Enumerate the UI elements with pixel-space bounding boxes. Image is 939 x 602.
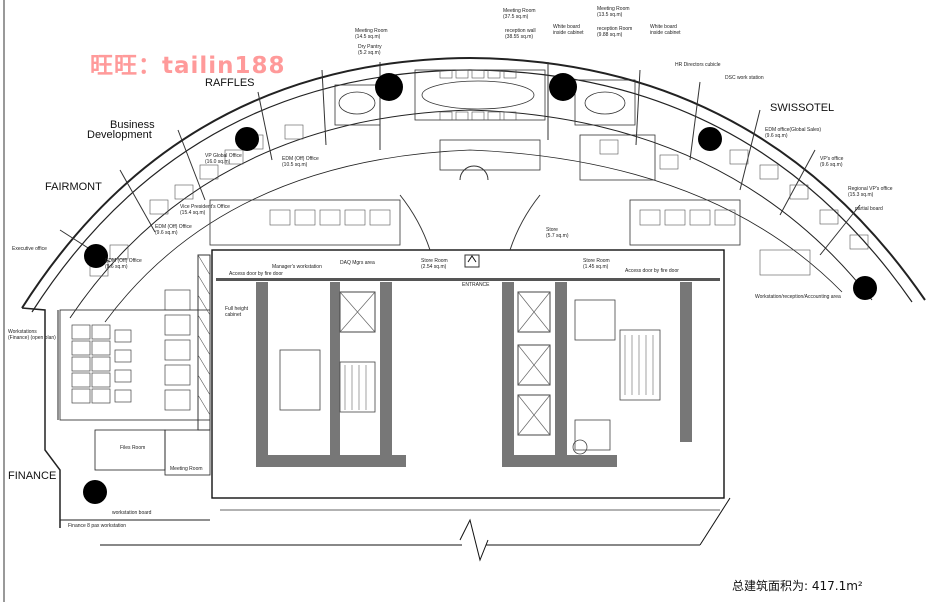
label-meeting-room-4: Meeting Room (170, 466, 203, 472)
label-vice-presidents-area: (15.4 sq.m) (180, 210, 206, 216)
label-vp-office: VP's office (820, 156, 844, 162)
label-meeting-room: Meeting Room (355, 28, 388, 34)
label-dry-pantry: Dry Pantry (358, 44, 382, 50)
zone-fairmont: FAIRMONT (45, 181, 102, 193)
workstation-grid (89, 69, 869, 277)
label-vp-office-area: (9.6 sq.m) (820, 162, 843, 168)
label-vp-office-2: VP Global Office (205, 153, 242, 159)
label-reception-wall: reception wall (505, 28, 536, 34)
label-partial-board: partial board (855, 206, 883, 212)
label-regional-vp-area: (15.3 sq.m) (848, 192, 874, 198)
label-reception-room: reception Room (597, 26, 632, 32)
label-white-board: White board (553, 24, 580, 30)
label-full-height: Full height (225, 306, 249, 312)
finance-desks (71, 289, 191, 411)
label-dry-pantry-area: (5.2 sq.m) (358, 50, 381, 56)
label-store-b-area: (5.7 sq.m) (546, 233, 569, 239)
label-store-a-area: (2.54 sq.m) (421, 264, 447, 270)
zone-finance: FINANCE (8, 470, 56, 482)
label-dsc-station: DSC work station (725, 75, 764, 81)
zone-swissotel: SWISSOTEL (770, 102, 834, 114)
label-meeting-room-3: Meeting Room (597, 6, 630, 12)
label-white-board-sub: inside cabinet (553, 30, 584, 36)
label-hr-directors: HR Directors cubicle (675, 62, 721, 68)
label-edm-office-3: EDM (Off) Office (105, 258, 142, 264)
label-meeting-room-2-area: (37.5 sq.m) (503, 14, 529, 20)
label-access-left: Access door by fire door (229, 271, 283, 277)
label-workstation-right: Workstation/reception/Accounting area (755, 294, 841, 300)
radial-partitions (59, 62, 861, 263)
label-reception-room-area: (9.88 sq.m) (597, 32, 623, 38)
left-wing (21, 307, 211, 528)
label-store-b: Store (546, 227, 558, 233)
label-entrance: ENTRANCE (462, 282, 490, 288)
label-workstation-board: workstation board (112, 510, 152, 516)
label-reception-wall-area: (38.55 sq.m) (505, 34, 533, 40)
label-white-board-2-sub: inside cabinet (650, 30, 681, 36)
label-edm-office: EDM office(Global Sales) (765, 127, 821, 133)
label-vice-presidents: Vice President's Office (180, 204, 230, 210)
label-edm-office-2: EDM (Off) Office (282, 156, 319, 162)
label-edm-office-area: (9.6 sq.m) (765, 133, 788, 139)
column-strip (197, 254, 211, 431)
label-files-room: Files Room (120, 445, 145, 451)
label-managers-workstation: Manager's workstation (272, 264, 322, 270)
label-daq-mgrs: DAQ Mgrs area (340, 260, 375, 266)
label-store-a: Store Room (421, 258, 448, 264)
entrance-walls (399, 165, 541, 268)
label-meeting-room-2: Meeting Room (503, 8, 536, 14)
building-core (100, 249, 731, 562)
label-edm-office-3-area: (9.6 sq.m) (105, 264, 128, 270)
label-regional-vp: Regional VP's office (848, 186, 893, 192)
label-full-height-sub: cabinet (225, 312, 242, 318)
label-workstations-finance: Workstations (8, 329, 37, 335)
total-area-label: 总建筑面积为: 417.1m² (732, 579, 863, 593)
label-edm-off-area: (9.6 sq.m) (155, 230, 178, 236)
watermark-text: 旺旺：tailin188 (90, 53, 286, 79)
label-meeting-room-3-area: (13.5 sq.m) (597, 12, 623, 18)
zone-business: Business (110, 119, 155, 131)
label-store-c-area: (1.45 sq.m) (583, 264, 609, 270)
label-white-board-2: White board (650, 24, 677, 30)
zone-raffles: RAFFLES (205, 77, 255, 89)
label-finance-workstation: Finance 8 pax workstation (68, 523, 126, 529)
zone-development: Development (87, 129, 152, 141)
label-access-right: Access door by fire door (625, 268, 679, 274)
label-executive-office: Executive office (12, 246, 47, 252)
label-store-c: Store Room (583, 258, 610, 264)
structural-columns (83, 73, 877, 504)
label-workstations-finance-sub: (Finance) (open plan) (8, 335, 56, 341)
label-meeting-room-area: (14.5 sq.m) (355, 34, 381, 40)
label-edm-off-office: EDM (Off) Office (155, 224, 192, 230)
label-edm-office-2-area: (10.5 sq.m) (282, 162, 308, 168)
label-vp-office-2-area: (16.0 sq.m) (205, 159, 231, 165)
